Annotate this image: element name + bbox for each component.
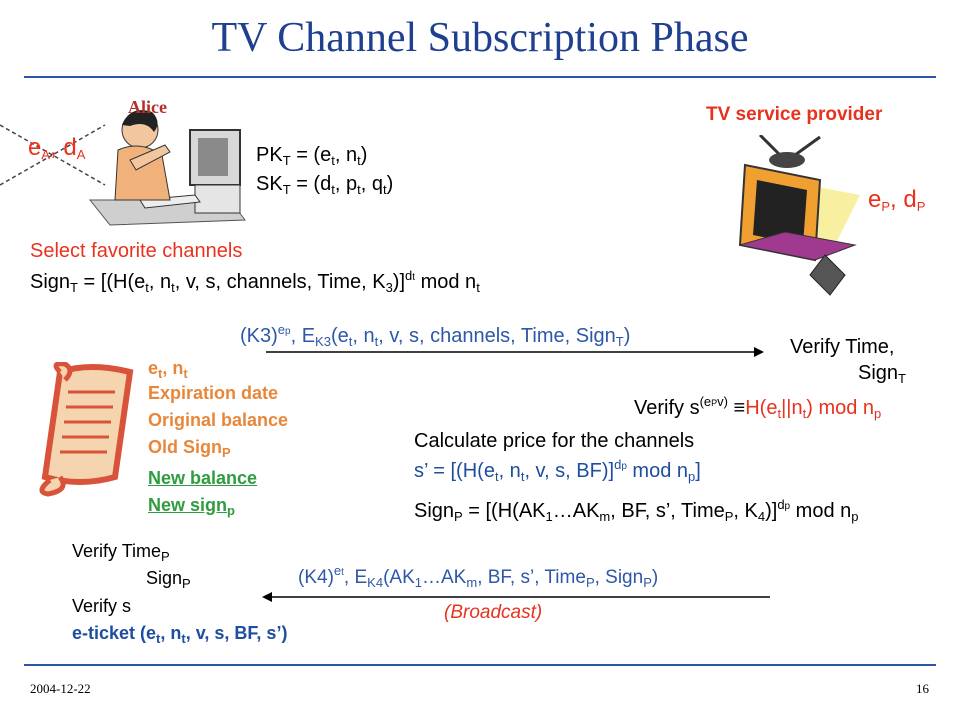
crossed-out-mark [0, 124, 106, 186]
verify-s-formula: Verify s(ePv) ≡H(et||nt) mod np [634, 394, 882, 421]
select-channels-text: Select favorite channels [30, 240, 243, 262]
ticket-item-new-balance: New balance [148, 468, 258, 488]
ticket-item-original-balance: Original balance [148, 410, 289, 430]
message-to-provider: (K3)ep, EK3(et, nt, v, s, channels, Time… [240, 322, 631, 349]
verify-sign-p-text: SignP [146, 568, 191, 591]
public-key-line: PKT = (et, nt) [256, 144, 368, 168]
scroll-icon [39, 362, 134, 497]
ticket-item-old-sign: Old SignP [148, 437, 231, 460]
verify-time-p-text: Verify TimeP [72, 541, 170, 564]
verify-s-text: Verify s [72, 596, 132, 616]
footer-divider [24, 664, 936, 666]
ticket-item-keys: et, nt [148, 358, 188, 381]
secret-key-line: SKT = (dt, pt, qt) [256, 173, 394, 197]
provider-keys: eP, dP [868, 186, 926, 214]
sign-t-formula: SignT = [(H(et, nt, v, s, channels, Time… [30, 268, 480, 295]
alice-keys: eA, dA [28, 134, 86, 162]
title-divider [24, 76, 936, 78]
ticket-item-new-sign: New signp [148, 495, 235, 518]
alice-label: Alice [128, 97, 167, 117]
message-to-alice: (K4)et, EK4(AK1…AKm, BF, s’, TimeP, Sign… [298, 563, 659, 590]
slide-title: TV Channel Subscription Phase [211, 15, 749, 61]
ticket-item-expiration: Expiration date [148, 383, 279, 403]
eticket-text: e-ticket (et, nt, v, s, BF, s’) [72, 623, 288, 646]
broadcast-label: (Broadcast) [444, 602, 543, 623]
sign-p-formula: SignP = [(H(AK1…AKm, BF, s’, TimeP, K4)]… [414, 497, 859, 524]
provider-label: TV service provider [706, 104, 883, 125]
verify-sign-t-text: SignT [858, 362, 906, 386]
s-prime-formula: s’ = [(H(et, nt, v, s, BF)]dp mod np] [414, 457, 701, 484]
alice-clipart [88, 110, 246, 226]
calculate-price-text: Calculate price for the channels [414, 430, 695, 452]
verify-time-text: Verify Time, [790, 336, 895, 358]
arrow-to-alice [262, 592, 770, 602]
footer-date: 2004-12-22 [30, 681, 91, 696]
arrow-to-provider [266, 347, 764, 357]
tv-clipart [738, 135, 860, 296]
page-number: 16 [916, 681, 929, 696]
